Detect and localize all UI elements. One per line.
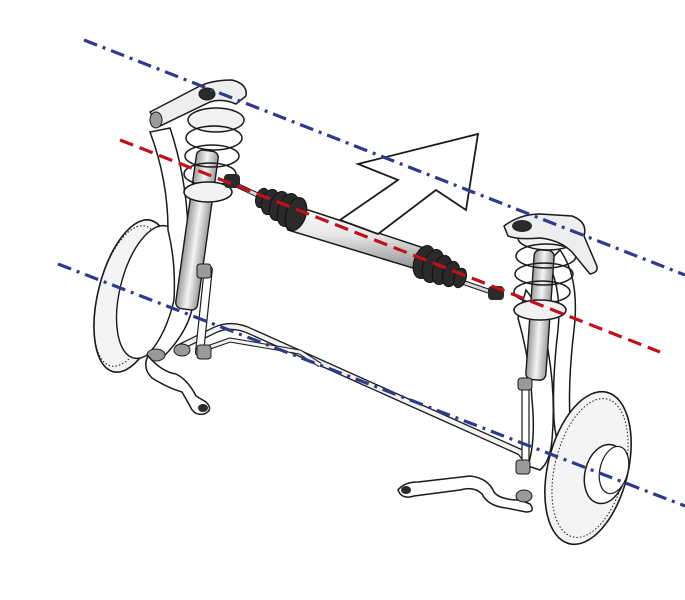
left-control-arm: [145, 343, 211, 416]
left-strut-assembly: [146, 79, 247, 362]
upper-axis-line: [83, 38, 685, 277]
steering-axis-line: [119, 138, 661, 354]
anti-roll-bar: [174, 323, 532, 466]
lower-axis-line: [57, 262, 685, 508]
direction-arrow: [338, 132, 480, 236]
right-control-arm: [397, 475, 533, 513]
steering-rack: [224, 174, 504, 300]
left-brake-disc: [93, 219, 185, 373]
